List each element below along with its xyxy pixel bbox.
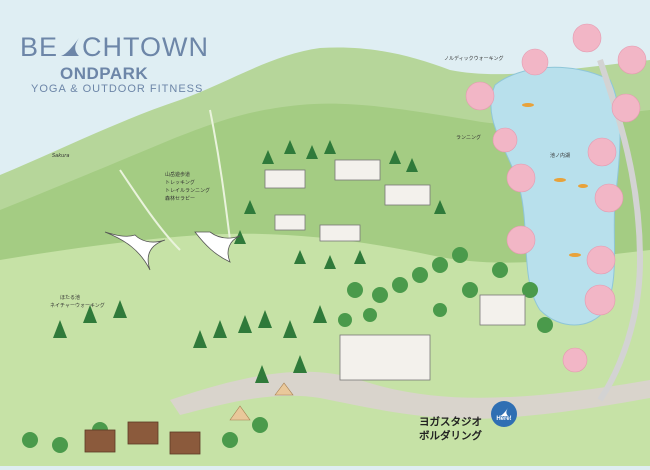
here-badge: Here!	[491, 401, 517, 427]
boats	[522, 103, 588, 257]
logo-title: BE CHTOWN	[20, 32, 209, 63]
label-yoga-studio: ヨガスタジオ	[419, 416, 482, 428]
label-pond: 池ノ内湖	[550, 153, 571, 159]
label-mountain-4: 森林セラピー	[165, 196, 196, 202]
label-firefly-2: ネイチャーウォーキング	[50, 303, 105, 309]
label-running: ランニング	[456, 135, 482, 141]
tents	[229, 382, 294, 421]
logo-title-pre: BE	[20, 32, 59, 62]
fin-icon	[499, 404, 509, 422]
label-mountain-3: トレイルランニング	[165, 188, 211, 194]
label-summit-sign: Sakura	[52, 153, 70, 159]
trail	[209, 109, 231, 241]
here-text: Here!	[496, 416, 512, 422]
logo-subtitle: ONDPARK	[60, 64, 149, 83]
logo-tagline: YOGA & OUTDOOR FITNESS	[31, 83, 204, 95]
trail	[119, 169, 181, 251]
forest-trees	[53, 140, 446, 383]
fin-icon	[59, 34, 81, 56]
herons	[104, 231, 241, 271]
label-mountain-1: 山岳遊歩道	[165, 172, 191, 178]
cabins	[84, 421, 201, 455]
label-firefly-1: ほたる池	[60, 295, 81, 301]
cherry-trees	[465, 23, 647, 373]
label-nordic-walking: ノルディックウォーキング	[444, 56, 504, 62]
buildings	[264, 159, 526, 381]
label-mountain-2: トレッキング	[165, 180, 195, 186]
road	[170, 371, 650, 419]
logo-title-post: CHTOWN	[82, 32, 210, 62]
label-bouldering: ボルダリング	[419, 430, 482, 442]
